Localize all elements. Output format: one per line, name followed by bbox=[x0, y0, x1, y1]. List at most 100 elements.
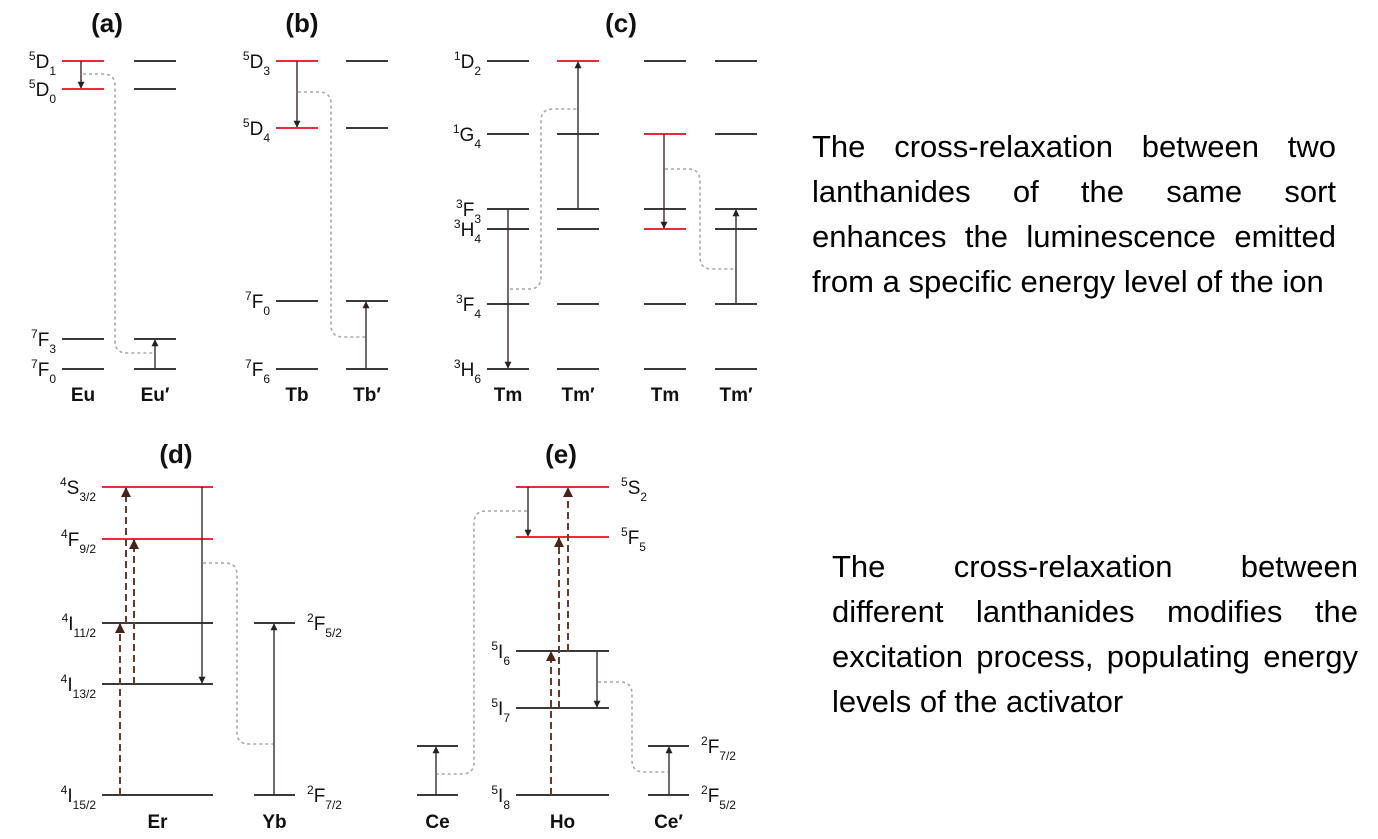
panel-title: (c) bbox=[605, 8, 637, 38]
ion-name: Tm′ bbox=[719, 385, 753, 406]
panel-d-labels: (d)4S3/24F9/24I11/24I13/24I15/2Er2F5/22F… bbox=[60, 439, 342, 833]
caption-different-lanthanides: The cross-relaxation between different l… bbox=[832, 549, 1358, 719]
term-subscript: 3 bbox=[474, 212, 481, 226]
term-label: 3H6 bbox=[454, 357, 481, 386]
term-superscript: 5 bbox=[243, 116, 250, 130]
term-subscript: 9/2 bbox=[79, 542, 96, 556]
term-subscript: 4 bbox=[474, 137, 481, 151]
term-superscript: 7 bbox=[31, 357, 38, 371]
term-symbol: F bbox=[628, 528, 640, 549]
term-superscript: 3 bbox=[456, 292, 463, 306]
cross-relaxation-connector bbox=[598, 681, 668, 773]
term-symbol: F bbox=[463, 295, 475, 316]
ion-name: Ce′ bbox=[654, 812, 683, 833]
term-superscript: 7 bbox=[245, 357, 252, 371]
term-symbol: H bbox=[461, 220, 475, 241]
term-subscript: 4 bbox=[474, 232, 481, 246]
ion-name: Ho bbox=[550, 812, 575, 833]
term-superscript: 4 bbox=[61, 527, 68, 541]
term-label: 3H4 bbox=[454, 217, 481, 246]
term-subscript: 1 bbox=[49, 64, 56, 78]
ion-name: Yb bbox=[262, 812, 286, 833]
panel-title: (e) bbox=[545, 439, 577, 469]
term-subscript: 2 bbox=[640, 490, 647, 504]
term-label: 4I15/2 bbox=[61, 783, 97, 812]
ion-name: Tb bbox=[285, 385, 308, 406]
term-subscript: 3 bbox=[263, 64, 270, 78]
term-symbol: F bbox=[252, 360, 264, 381]
term-label: 2F5/2 bbox=[307, 611, 342, 640]
term-symbol: F bbox=[38, 360, 50, 381]
term-label: 5S2 bbox=[621, 475, 647, 504]
term-subscript: 4 bbox=[263, 131, 270, 145]
ion-name: Tm′ bbox=[561, 385, 595, 406]
panel-b bbox=[276, 60, 388, 370]
panel-title: (d) bbox=[159, 439, 192, 469]
term-subscript: 5/2 bbox=[325, 626, 342, 640]
term-superscript: 5 bbox=[491, 696, 498, 710]
term-superscript: 4 bbox=[60, 475, 67, 489]
term-superscript: 5 bbox=[491, 783, 498, 797]
panel-d bbox=[102, 486, 295, 796]
term-symbol: F bbox=[463, 200, 475, 221]
term-label: 5D3 bbox=[243, 49, 270, 78]
term-label: 1G4 bbox=[453, 122, 481, 151]
term-superscript: 4 bbox=[61, 672, 68, 686]
term-label: 2F7/2 bbox=[701, 734, 736, 763]
term-symbol: F bbox=[314, 614, 326, 635]
term-symbol: D bbox=[250, 119, 264, 140]
term-superscript: 5 bbox=[29, 77, 36, 91]
term-label: 5D1 bbox=[29, 49, 56, 78]
ion-name: Ce bbox=[425, 812, 449, 833]
ion-name: Eu bbox=[71, 385, 95, 406]
term-label: 5D0 bbox=[29, 77, 56, 106]
cross-relaxation-connector bbox=[437, 510, 527, 775]
term-symbol: S bbox=[628, 478, 641, 499]
term-superscript: 4 bbox=[61, 783, 68, 797]
ion-name: Tm bbox=[494, 385, 523, 406]
term-label: 5D4 bbox=[243, 116, 270, 145]
term-symbol: D bbox=[36, 52, 50, 73]
term-symbol: D bbox=[250, 52, 264, 73]
term-superscript: 2 bbox=[307, 611, 314, 625]
term-superscript: 3 bbox=[454, 217, 461, 231]
term-symbol: I bbox=[67, 786, 72, 807]
term-symbol: I bbox=[68, 614, 73, 635]
term-subscript: 7 bbox=[503, 711, 510, 725]
term-subscript: 11/2 bbox=[74, 626, 97, 640]
term-superscript: 7 bbox=[31, 327, 38, 341]
term-label: 2F7/2 bbox=[307, 783, 342, 812]
ion-name: Er bbox=[147, 812, 168, 833]
term-superscript: 5 bbox=[621, 475, 628, 489]
term-label: 7F0 bbox=[31, 357, 56, 386]
ion-name: Tm bbox=[651, 385, 680, 406]
term-symbol: H bbox=[461, 360, 475, 381]
caption-same-lanthanide: The cross-relaxation between two lanthan… bbox=[812, 129, 1336, 299]
panel-c bbox=[487, 60, 757, 370]
term-label: 7F6 bbox=[245, 357, 270, 386]
term-subscript: 7/2 bbox=[719, 749, 736, 763]
term-superscript: 5 bbox=[243, 49, 250, 63]
term-subscript: 6 bbox=[503, 654, 510, 668]
term-label: 5I7 bbox=[491, 696, 510, 725]
term-symbol: F bbox=[38, 330, 50, 351]
cross-relaxation-connector bbox=[203, 562, 273, 745]
term-subscript: 2 bbox=[474, 64, 481, 78]
term-symbol: F bbox=[252, 292, 264, 313]
term-subscript: 6 bbox=[263, 372, 270, 386]
term-label: 3F3 bbox=[456, 197, 481, 226]
cross-relaxation-connector bbox=[83, 73, 155, 354]
term-label: 4F9/2 bbox=[61, 527, 96, 556]
term-symbol: D bbox=[36, 80, 50, 101]
term-superscript: 5 bbox=[29, 49, 36, 63]
term-superscript: 5 bbox=[491, 639, 498, 653]
panel-title: (b) bbox=[285, 8, 318, 38]
term-label: 4I13/2 bbox=[61, 672, 97, 701]
term-subscript: 7/2 bbox=[325, 798, 342, 812]
term-symbol: F bbox=[68, 530, 80, 551]
term-subscript: 8 bbox=[503, 798, 510, 812]
